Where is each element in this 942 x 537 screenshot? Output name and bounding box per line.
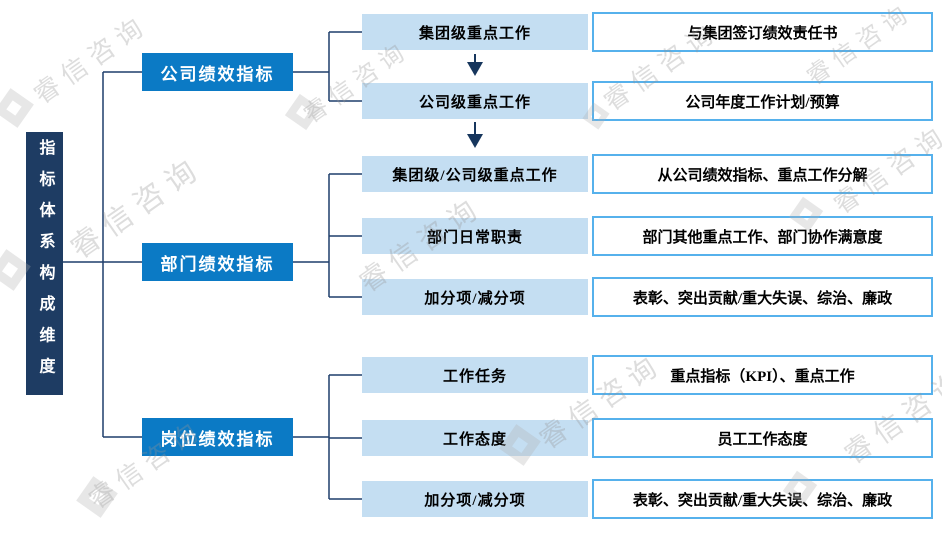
item-box: 集团级重点工作: [362, 14, 588, 50]
item-box: 集团级/公司级重点工作: [362, 156, 588, 192]
ruixin-diamond-logo-icon: [284, 93, 322, 131]
detail-label: 表彰、突出贡献/重大失误、综治、廉政: [632, 492, 893, 509]
section-label: 部门绩效指标: [160, 254, 275, 274]
item-box: 工作态度: [362, 420, 588, 456]
section-label: 岗位绩效指标: [160, 429, 275, 449]
root-dimension-label: 指标体系构成维度: [36, 138, 54, 389]
item-label: 加分项/减分项: [424, 492, 526, 509]
detail-box: 公司年度工作计划/预算: [592, 81, 933, 121]
detail-box: 重点指标（KPI）、重点工作: [592, 355, 933, 395]
detail-box: 从公司绩效指标、重点工作分解: [592, 154, 933, 194]
item-box: 公司级重点工作: [362, 83, 588, 119]
detail-label: 从公司绩效指标、重点工作分解: [657, 167, 868, 184]
section-label: 公司绩效指标: [160, 64, 275, 84]
detail-label: 重点指标（KPI）、重点工作: [670, 368, 855, 385]
detail-label: 与集团签订绩效责任书: [687, 25, 838, 42]
item-label: 集团级/公司级重点工作: [392, 167, 558, 184]
ruixin-diamond-logo-icon: [0, 88, 34, 128]
detail-box: 员工工作态度: [592, 418, 933, 458]
item-label: 集团级重点工作: [418, 25, 531, 42]
detail-label: 部门其他重点工作、部门协作满意度: [642, 229, 883, 246]
detail-box: 部门其他重点工作、部门协作满意度: [592, 216, 933, 256]
detail-label: 员工工作态度: [717, 431, 808, 448]
item-label: 部门日常职责: [426, 229, 523, 246]
item-label: 加分项/减分项: [424, 290, 526, 307]
item-box: 工作任务: [362, 357, 588, 393]
root-dimension-box: 指标体系构成维度: [26, 132, 63, 395]
item-label: 工作态度: [442, 431, 507, 448]
section-box-company: 公司绩效指标: [142, 53, 293, 91]
item-label: 工作任务: [442, 368, 507, 385]
item-label: 公司级重点工作: [418, 94, 531, 111]
item-box: 加分项/减分项: [362, 279, 588, 315]
item-box: 加分项/减分项: [362, 481, 588, 517]
section-box-department: 部门绩效指标: [142, 243, 293, 281]
watermark-text: 睿信咨询: [28, 9, 154, 110]
ruixin-diamond-logo-icon: [76, 476, 118, 518]
section-box-position: 岗位绩效指标: [142, 418, 293, 456]
item-box: 部门日常职责: [362, 218, 588, 254]
detail-label: 表彰、突出贡献/重大失误、综治、廉政: [632, 290, 893, 307]
detail-box: 表彰、突出贡献/重大失误、综治、廉政: [592, 479, 933, 519]
detail-label: 公司年度工作计划/预算: [685, 94, 840, 111]
detail-box: 表彰、突出贡献/重大失误、综治、廉政: [592, 277, 933, 317]
detail-box: 与集团签订绩效责任书: [592, 12, 933, 52]
